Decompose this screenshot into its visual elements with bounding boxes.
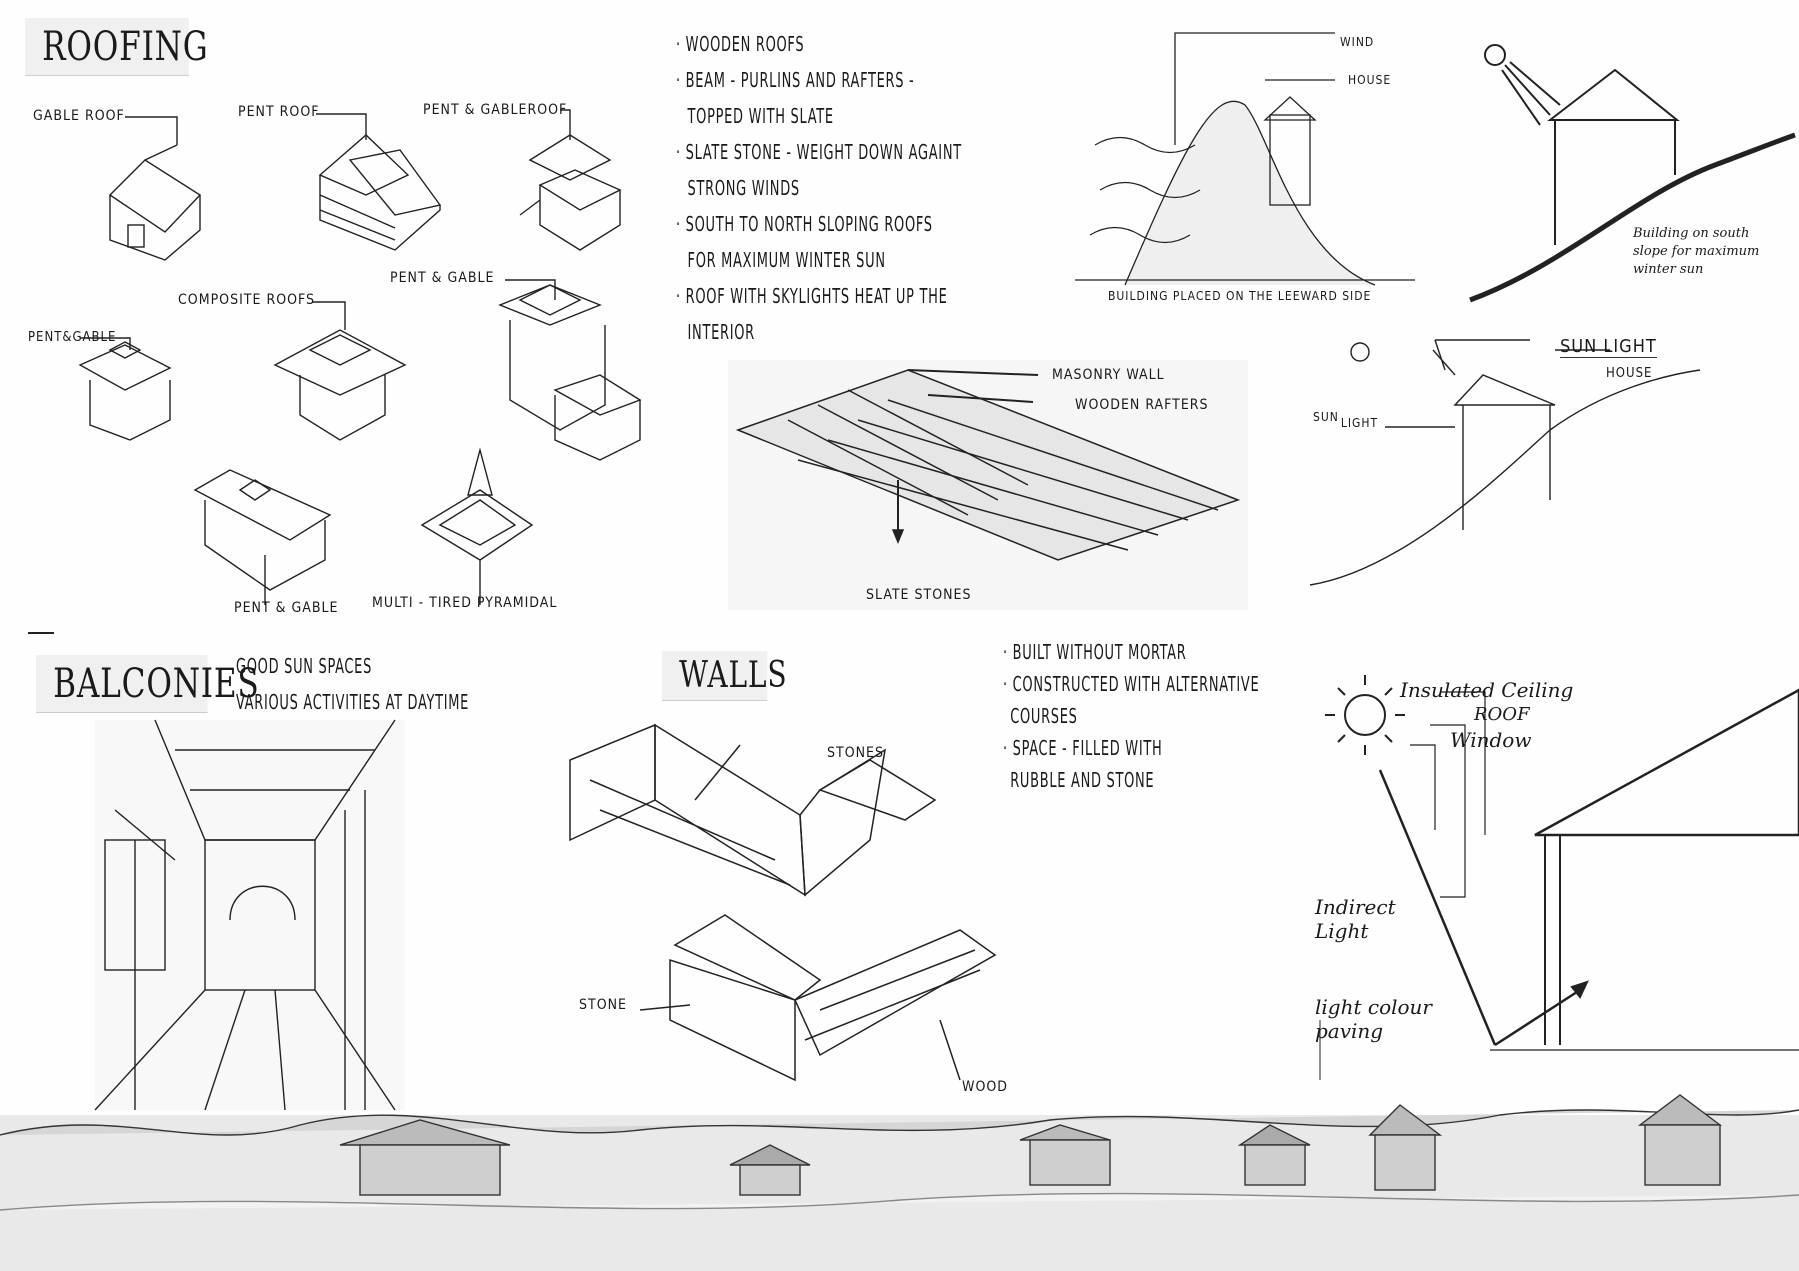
balcony-perspective-sketch: [95, 720, 405, 1110]
village-skyline-sketch: [0, 1075, 1799, 1271]
roof-types-sketches: [0, 0, 680, 630]
label-sun-light-top: SUN LIGHT: [1560, 336, 1657, 358]
label-pent-gable-left: PENT&GABLE: [28, 330, 116, 345]
walls-note: · BUILT WITHOUT MORTAR: [1003, 636, 1259, 668]
label-wooden-rafters: WOODEN RAFTERS: [1075, 397, 1209, 413]
label-house-leeward: HOUSE: [1348, 73, 1391, 87]
label-wind: WIND: [1340, 35, 1374, 49]
caption-line: winter sun: [1633, 261, 1759, 279]
balconies-note: VARIOUS ACTIVITIES AT DAYTIME: [236, 684, 469, 720]
walls-title: WALLS: [662, 651, 767, 701]
label-house-slope: HOUSE: [1606, 366, 1652, 381]
walls-note: · CONSTRUCTED WITH ALTERNATIVE: [1003, 668, 1259, 700]
wall-construction-sketch: [560, 720, 1020, 1100]
roofing-note: STRONG WINDS: [676, 170, 962, 206]
south-slope-caption: Building on south slope for maximum wint…: [1633, 225, 1759, 279]
light-colour-word: light colour: [1315, 995, 1432, 1019]
balconies-note: GOOD SUN SPACES: [236, 648, 469, 684]
walls-note: RUBBLE AND STONE: [1003, 764, 1259, 796]
walls-notes: · BUILT WITHOUT MORTAR · CONSTRUCTED WIT…: [1003, 636, 1259, 796]
walls-note: COURSES: [1003, 700, 1259, 732]
label-multi-tired-pyramidal: MULTI - TIRED PYRAMIDAL: [372, 595, 557, 611]
balconies-title: BALCONIES: [36, 655, 208, 713]
roofing-note: · ROOF WITH SKYLIGHTS HEAT UP THE: [676, 278, 962, 314]
label-pent-roof: PENT ROOF: [238, 104, 319, 120]
indirect-word: Indirect: [1315, 895, 1396, 919]
label-slate-stones: SLATE STONES: [866, 587, 971, 603]
label-indirect-light: Indirect Light: [1315, 895, 1396, 943]
roofing-note: FOR MAXIMUM WINTER SUN: [676, 242, 962, 278]
leeward-caption: BUILDING PLACED ON THE LEEWARD SIDE: [1108, 289, 1371, 303]
label-pent-gable-tower: PENT & GABLE: [390, 270, 494, 286]
paving-word: paving: [1315, 1019, 1432, 1043]
caption-line: Building on south: [1633, 225, 1759, 243]
label-pent-gable-bottom: PENT & GABLE: [234, 600, 338, 616]
label-composite-roofs: COMPOSITE ROOFS: [178, 292, 315, 308]
label-masonry-wall: MASONRY WALL: [1052, 367, 1165, 383]
light-word: LIGHT: [1341, 416, 1378, 430]
label-roof-daylight: ROOF: [1474, 704, 1530, 725]
roofing-note: TOPPED WITH SLATE: [676, 98, 962, 134]
caption-line: slope for maximum: [1633, 243, 1759, 261]
roofing-note: · SOUTH TO NORTH SLOPING ROOFS: [676, 206, 962, 242]
roofing-notes: · WOODEN ROOFS · BEAM - PURLINS AND RAFT…: [676, 26, 962, 350]
leeward-diagram: [1075, 25, 1415, 315]
roofing-note: · WOODEN ROOFS: [676, 26, 962, 62]
label-insulated-ceiling: Insulated Ceiling: [1400, 678, 1573, 702]
label-stones: STONES: [827, 745, 884, 761]
roofing-note: · SLATE STONE - WEIGHT DOWN AGAINT: [676, 134, 962, 170]
walls-note: · SPACE - FILLED WITH: [1003, 732, 1259, 764]
label-pent-gable-roof: PENT & GABLEROOF: [423, 102, 567, 118]
label-gable-roof: GABLE ROOF: [33, 108, 125, 124]
label-stone: STONE: [579, 997, 627, 1013]
light-word: Light: [1315, 919, 1396, 943]
balconies-notes: GOOD SUN SPACES VARIOUS ACTIVITIES AT DA…: [236, 648, 469, 720]
sun-word: SUN: [1313, 410, 1339, 424]
label-window: Window: [1450, 728, 1531, 752]
label-light-colour-paving: light colour paving: [1315, 995, 1432, 1043]
roofing-note: · BEAM - PURLINS AND RAFTERS -: [676, 62, 962, 98]
roofing-note: INTERIOR: [676, 314, 962, 350]
